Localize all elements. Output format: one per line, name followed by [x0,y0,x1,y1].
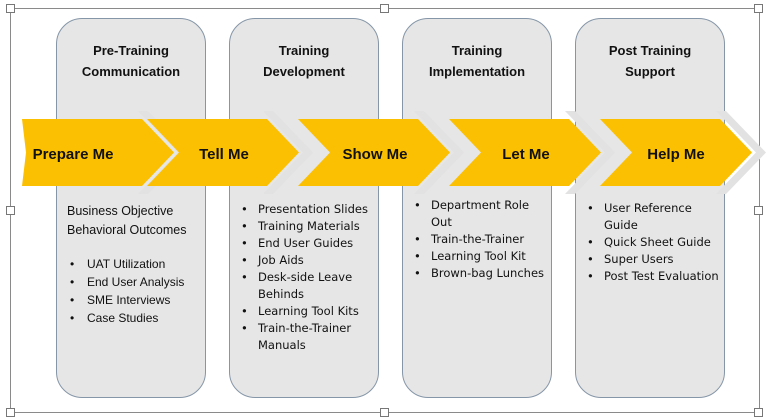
resize-handle[interactable] [6,408,15,417]
list-item: Brown-bag Lunches [411,265,547,282]
chevron-step [22,119,174,186]
list-item: Desk-side Leave Behinds [238,269,374,303]
list-item: Quick Sheet Guide [584,234,720,251]
resize-handle[interactable] [6,4,15,13]
column-body: User Reference Guide Quick Sheet Guide S… [584,200,720,285]
chevron-shadow [263,111,313,194]
list-item: Case Studies [67,309,201,327]
resize-handle[interactable] [380,408,389,417]
chevron-step [600,119,752,186]
chevron-step [147,119,299,186]
resize-handle[interactable] [754,4,763,13]
list-item: Job Aids [238,252,374,269]
step-label-let-me: Let Me [502,146,550,163]
chevron-shadow [565,111,615,194]
list-item: Train-the-Trainer Manuals [238,320,374,354]
list-item: Department Role Out [411,197,547,231]
step-label-help-me: Help Me [647,146,705,163]
resize-handle[interactable] [380,4,389,13]
step-label-tell-me: Tell Me [199,146,249,163]
list-item: Super Users [584,251,720,268]
intro-line: Business Objective [67,204,174,218]
list-item: Post Test Evaluation [584,268,720,285]
column-body: Department Role Out Train-the-Trainer Le… [411,197,547,282]
intro-line: Behavioral Outcomes [67,223,187,237]
list-item: End User Analysis [67,273,201,291]
list-item: Learning Tool Kit [411,248,547,265]
chevron-shadow [414,111,464,194]
resize-handle[interactable] [6,206,15,215]
list-item: Presentation Slides [238,201,374,218]
list-item: SME Interviews [67,291,201,309]
list-item: User Reference Guide [584,200,720,234]
column-body: Business Objective Behavioral Outcomes U… [67,202,201,327]
list-item: Train-the-Trainer [411,231,547,248]
list-item: UAT Utilization [67,255,201,273]
step-label-prepare-me: Prepare Me [33,146,114,163]
list-item: End User Guides [238,235,374,252]
column-body: Presentation Slides Training Materials E… [238,201,374,354]
step-label-show-me: Show Me [342,146,407,163]
list-item: Learning Tool Kits [238,303,374,320]
chevron-step [298,119,450,186]
chevron-step [449,119,601,186]
resize-handle[interactable] [754,408,763,417]
resize-handle[interactable] [754,206,763,215]
chevron-shadow [716,111,766,194]
list-item: Training Materials [238,218,374,235]
